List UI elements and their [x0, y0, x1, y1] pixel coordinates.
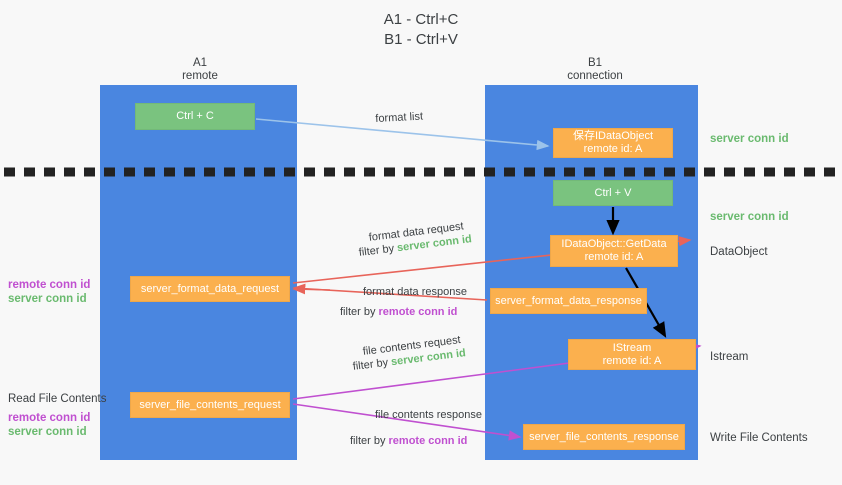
lane-b1-role: connection	[567, 70, 623, 82]
edge-label-format-list: format list	[375, 110, 424, 125]
side-label-dataobject: DataObject	[710, 246, 768, 258]
lane-header-b1: B1 connection	[520, 57, 670, 83]
node-istream-line1: IStream	[612, 341, 652, 354]
node-server-file-contents-response-label: server_file_contents_response	[529, 430, 679, 443]
node-save-idataobject[interactable]: 保存IDataObject remote id: A	[553, 128, 673, 158]
lane-b1-name: B1	[587, 57, 603, 69]
node-ctrl-v[interactable]: Ctrl + V	[553, 180, 673, 206]
side-label-remote-conn-id-lower: remote conn id	[8, 412, 91, 424]
lane-header-a1: A1 remote	[130, 57, 270, 83]
phase-divider	[4, 167, 838, 177]
side-label-server-conn-id-mid: server conn id	[710, 211, 789, 223]
node-server-file-contents-response[interactable]: server_file_contents_response	[523, 424, 685, 450]
node-server-format-data-request-label: server_format_data_request	[140, 282, 280, 295]
node-server-format-data-request[interactable]: server_format_data_request	[130, 276, 290, 302]
side-label-server-conn-id-upper: server conn id	[8, 293, 87, 305]
side-label-write-file-contents: Write File Contents	[710, 432, 808, 444]
side-label-remote-conn-id-upper: remote conn id	[8, 279, 91, 291]
node-istream-line2: remote id: A	[602, 354, 662, 367]
node-ctrl-c-label: Ctrl + C	[176, 110, 214, 122]
edge-label-file-contents-response-filter: filter by remote conn id	[350, 434, 467, 448]
edge-label-file-contents-response: file contents response	[375, 409, 483, 421]
filter-by-text-1: filter by	[358, 242, 398, 259]
lane-a1-name: A1	[192, 57, 208, 69]
side-label-server-conn-id-top: server conn id	[710, 133, 789, 145]
filter-by-text-3: filter by	[352, 356, 392, 373]
node-ctrl-c[interactable]: Ctrl + C	[135, 103, 255, 130]
node-idataobject-getdata[interactable]: IDataObject::GetData remote id: A	[550, 235, 678, 267]
filter-remote-conn-id-1: remote conn id	[378, 306, 458, 318]
filter-by-text-2: filter by	[340, 306, 379, 318]
side-label-read-file-contents: Read File Contents	[8, 393, 107, 405]
edge-label-format-data-response-filter: filter by remote conn id	[340, 305, 457, 319]
node-ctrl-v-label: Ctrl + V	[594, 186, 632, 199]
lane-a1-role: remote	[182, 70, 218, 82]
node-server-file-contents-request-label: server_file_contents_request	[139, 398, 281, 411]
node-istream[interactable]: IStream remote id: A	[568, 339, 696, 370]
side-label-istream: Istream	[710, 351, 749, 363]
title-line-1: A1 - Ctrl+C	[383, 11, 459, 28]
node-getdata-line2: remote id: A	[584, 251, 644, 263]
node-server-format-data-response[interactable]: server_format_data_response	[490, 288, 647, 314]
node-server-format-data-response-label: server_format_data_response	[495, 294, 642, 307]
edge-label-format-data-response: format data response	[363, 286, 467, 298]
node-save-idataobject-line1: 保存IDataObject	[572, 130, 654, 142]
side-label-server-conn-id-lower: server conn id	[8, 426, 87, 438]
side-label-conn-ids-upper: remote conn id server conn id	[8, 278, 90, 306]
node-server-file-contents-request[interactable]: server_file_contents_request	[130, 392, 290, 418]
filter-remote-conn-id-2: remote conn id	[388, 435, 468, 447]
node-getdata-line1: IDataObject::GetData	[561, 238, 667, 250]
title-line-2: B1 - Ctrl+V	[384, 31, 458, 48]
node-save-idataobject-line2: remote id: A	[583, 143, 643, 155]
diagram-title: A1 - Ctrl+C B1 - Ctrl+V	[0, 10, 842, 50]
arrow-format-data-response-tip	[292, 284, 331, 295]
filter-by-text-4: filter by	[350, 435, 389, 447]
side-label-conn-ids-lower: remote conn id server conn id	[8, 411, 90, 439]
